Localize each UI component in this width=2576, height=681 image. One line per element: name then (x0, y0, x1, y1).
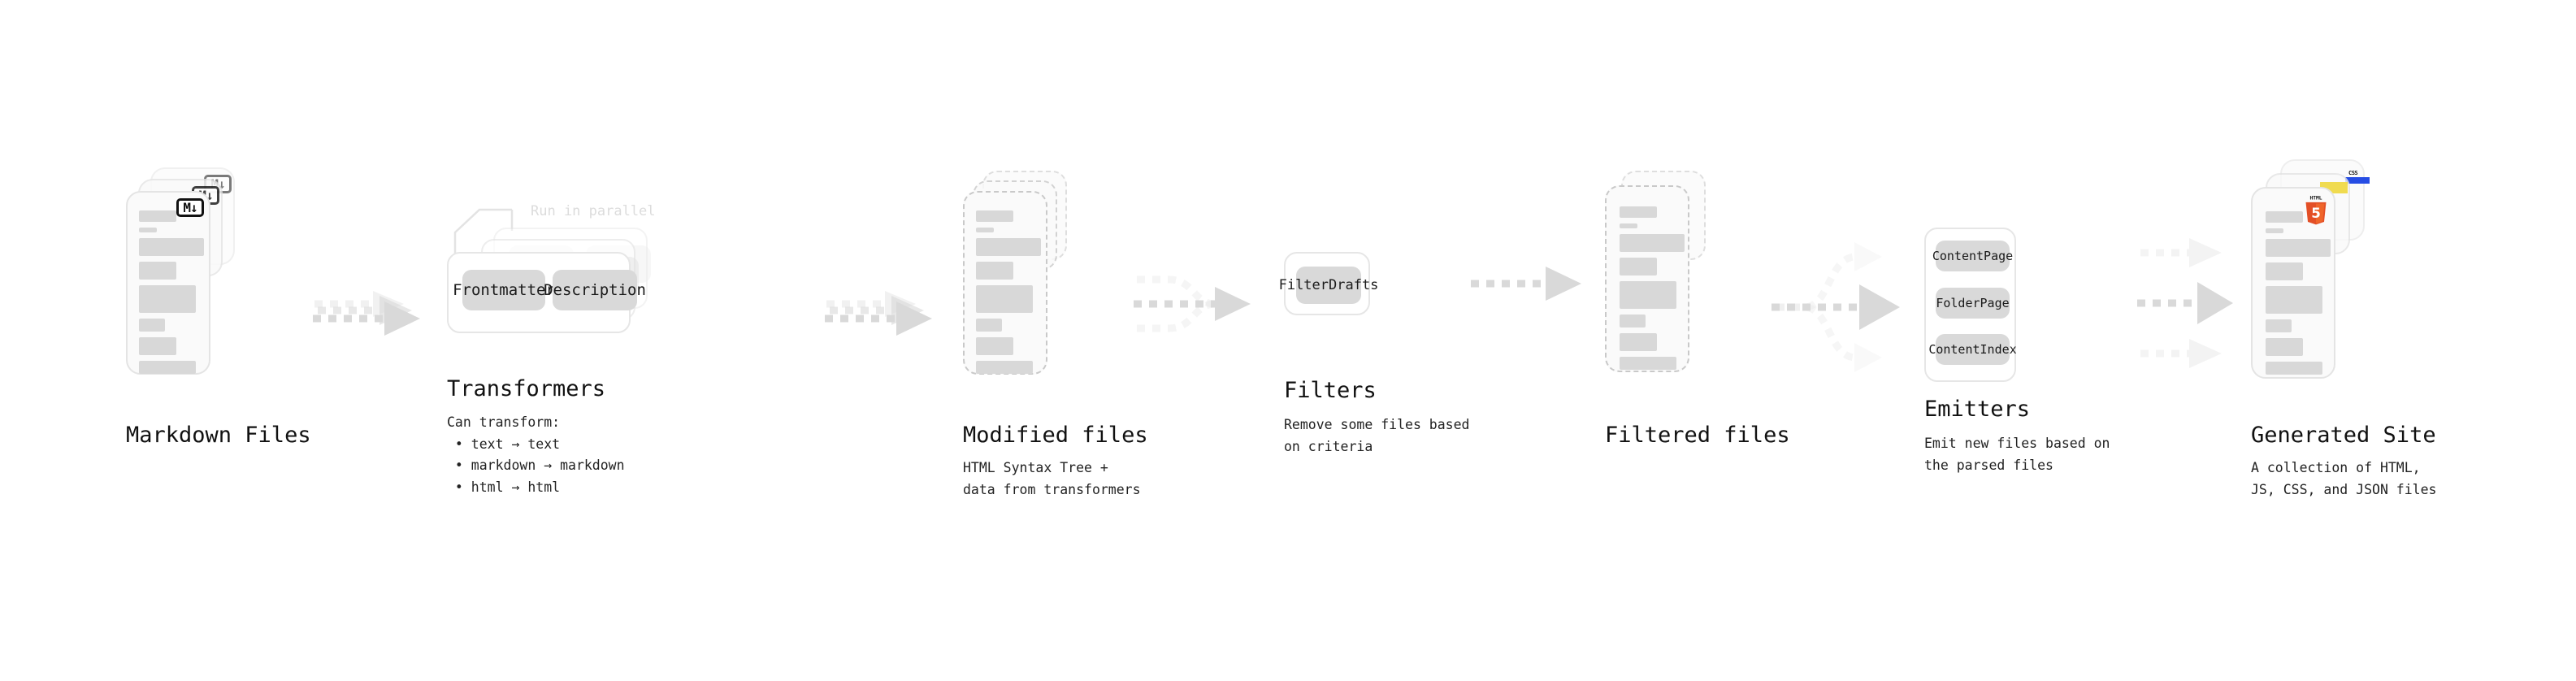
markdown-files-title: Markdown Files (126, 423, 311, 448)
doc-bar (2266, 239, 2331, 257)
doc-bar (1620, 258, 1657, 275)
connector-filters-to-filtered (1471, 267, 1581, 301)
doc-bar (139, 285, 196, 313)
generated-site-subtitle: A collection of HTML, JS, CSS, and JSON … (2251, 460, 2437, 497)
svg-text:5: 5 (2311, 206, 2321, 221)
run-in-parallel-bracket (453, 208, 514, 254)
doc-bar (976, 210, 1013, 222)
run-in-parallel-label: Run in parallel (531, 203, 656, 219)
modified-files-subtitle: HTML Syntax Tree + data from transformer… (963, 460, 1141, 497)
doc-bar (139, 210, 176, 222)
markdown-file-card-front (126, 191, 210, 375)
doc-bar (976, 228, 994, 232)
transformer-box-front: Frontmatter Description (447, 252, 646, 333)
generated-site-card-front (2251, 187, 2335, 379)
doc-bar (976, 337, 1013, 355)
doc-bar (2266, 286, 2322, 314)
emitters-subtitle: Emit new files based on the parsed files (1924, 436, 2110, 473)
emitters-title: Emitters (1924, 397, 2031, 422)
emitters-box: ContentPage FolderPage ContentIndex (1924, 228, 2017, 382)
doc-bar (976, 285, 1033, 313)
doc-bar (976, 238, 1041, 256)
filter-chip-filterdrafts[interactable]: FilterDrafts (1279, 267, 1378, 304)
filtered-file-card-front (1605, 185, 1689, 372)
connector-modified-to-filters (1134, 275, 1251, 332)
modified-file-card-front (963, 191, 1047, 375)
transformers-subtitle: Can transform: • text → text • markdown … (447, 414, 625, 496)
doc-bar (2266, 319, 2292, 332)
doc-bar (1620, 333, 1657, 351)
doc-bar (1620, 314, 1646, 327)
generated-site-title: Generated Site (2251, 423, 2436, 448)
doc-bar (1620, 206, 1657, 218)
transformer-chip-description[interactable]: Description (544, 270, 646, 310)
doc-bar (1620, 281, 1676, 309)
filters-subtitle: Remove some files based on criteria (1284, 417, 1470, 454)
doc-bar (2266, 262, 2303, 280)
transformers-title: Transformers (447, 376, 606, 401)
html5-badge: HTML 5 (2305, 196, 2327, 225)
filters-title: Filters (1284, 378, 1377, 403)
filtered-files-title: Filtered files (1605, 423, 1790, 448)
doc-bar (976, 319, 1002, 332)
doc-bar (139, 262, 176, 280)
markdown-badge-front: M↓ (176, 198, 204, 217)
doc-bar (976, 361, 1033, 374)
connector-md-to-transformers (313, 291, 420, 336)
css3-badge: CSS (2345, 170, 2370, 184)
doc-bar (1620, 357, 1676, 370)
modified-files-title: Modified files (963, 423, 1148, 448)
connector-emitters-to-site (2137, 238, 2233, 368)
css3-badge-label: CSS (2348, 170, 2358, 176)
doc-bar (139, 337, 176, 355)
connector-transformers-to-modified (825, 291, 932, 336)
doc-bar (2266, 362, 2322, 375)
doc-bar (139, 228, 157, 232)
filters-box: FilterDrafts (1279, 252, 1378, 315)
doc-bar (2266, 338, 2303, 356)
doc-bar (1620, 234, 1685, 252)
doc-bar (976, 262, 1013, 280)
doc-bar (2266, 211, 2303, 223)
doc-bar (139, 238, 204, 256)
doc-bar (2266, 228, 2283, 233)
svg-text:HTML: HTML (2309, 196, 2322, 202)
transformer-chip-frontmatter[interactable]: Frontmatter (453, 270, 555, 310)
emitter-chip-contentindex[interactable]: ContentIndex (1928, 334, 2017, 365)
connector-filtered-to-emitters (1772, 242, 1900, 372)
doc-bar (139, 361, 196, 374)
doc-bar (139, 319, 165, 332)
doc-bar (1620, 223, 1637, 228)
emitter-chip-contentpage[interactable]: ContentPage (1932, 241, 2013, 271)
emitter-chip-folderpage[interactable]: FolderPage (1936, 288, 2010, 319)
